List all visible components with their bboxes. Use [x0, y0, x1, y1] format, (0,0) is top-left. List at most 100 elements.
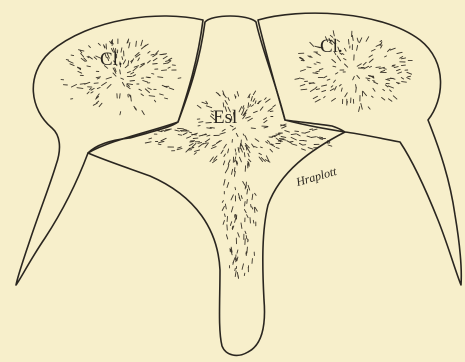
stipple-dash — [159, 142, 164, 143]
stipple-dash — [212, 145, 215, 146]
stipple-dash — [131, 95, 132, 101]
stipple-dash — [264, 118, 267, 120]
stipple-dash — [245, 136, 247, 140]
stipple-dash — [243, 108, 244, 112]
stipple-dash — [254, 147, 257, 148]
stipple-dash — [230, 222, 231, 226]
stipple-dash — [252, 207, 253, 209]
stipple-dash — [220, 133, 225, 135]
stipple-dash — [122, 82, 124, 86]
stipple-dash — [328, 145, 332, 146]
stipple-dash — [250, 105, 251, 107]
stipple-dash — [357, 64, 361, 67]
stipple-dash — [268, 108, 272, 111]
stipple-dash — [285, 131, 290, 133]
stipple-dash — [313, 96, 317, 98]
stipple-dash — [246, 145, 247, 150]
stipple-dash — [228, 98, 229, 101]
stipple-dash — [228, 149, 229, 153]
stipple-dash — [141, 94, 143, 96]
stipple-dash — [141, 40, 143, 46]
stipple-dash — [223, 221, 224, 225]
stipple-dash — [238, 233, 240, 237]
stipple-dash — [248, 153, 249, 156]
stipple-dash — [259, 153, 262, 154]
stipple-dash — [148, 88, 151, 90]
stipple-dash — [364, 66, 369, 69]
stipple-dash — [386, 79, 390, 80]
stipple-dash — [79, 50, 84, 51]
stipple-dash — [192, 134, 197, 135]
stipple-dash — [91, 92, 93, 93]
stipple-dash — [370, 66, 372, 67]
stipple-dash — [153, 64, 158, 65]
stipple-dash — [400, 57, 403, 59]
stipple-dash — [169, 58, 172, 60]
stipple-dash — [380, 41, 382, 42]
stipple-dash — [324, 76, 327, 78]
stipple-dash — [71, 85, 76, 88]
stipple-dash — [203, 143, 207, 144]
stipple-dash — [234, 171, 235, 176]
stipple-dash — [368, 107, 370, 109]
stipple-dash — [353, 76, 355, 79]
stipple-dash — [295, 79, 299, 80]
stipple-dash — [166, 129, 172, 130]
stipple-dash — [244, 273, 245, 275]
stipple-dash — [224, 154, 226, 157]
stipple-dash — [231, 207, 233, 212]
stipple-dash — [199, 122, 203, 123]
stipple-dash — [236, 133, 238, 136]
stipple-dash — [349, 39, 350, 44]
stipple-dash — [281, 137, 286, 138]
stipple-dash — [316, 71, 320, 72]
stipple-dash — [245, 231, 246, 234]
stipple-dash — [385, 56, 387, 57]
stipple-dash — [248, 118, 253, 121]
stipple-dash — [94, 57, 97, 59]
stipple-dash — [248, 103, 249, 108]
stipple-dash — [341, 88, 342, 91]
stipple-dash — [373, 81, 375, 82]
stipple-dash — [332, 59, 336, 62]
stipple-dash — [213, 159, 217, 162]
stipple-dash — [369, 59, 373, 62]
stipple-dash — [148, 61, 151, 63]
stipple-dash — [332, 98, 336, 101]
stipple-dash — [228, 160, 230, 164]
stipple-dash — [363, 62, 366, 65]
stipple-dash — [253, 220, 254, 223]
stipple-dash — [210, 157, 213, 162]
stipple-dash — [408, 76, 411, 77]
stipple-dash — [168, 67, 170, 68]
stipple-dash — [357, 75, 360, 78]
stipple-dash — [345, 64, 348, 67]
stipple-dash — [390, 48, 395, 50]
stipple-dash — [165, 98, 168, 99]
stipple-dash — [133, 67, 137, 71]
stipple-dash — [225, 101, 227, 105]
stipple-dash — [242, 112, 244, 115]
stipple-dash — [133, 75, 136, 77]
stipple-dash — [87, 92, 89, 94]
stipple-dash — [388, 78, 394, 79]
stipple-dash — [226, 235, 227, 239]
stipple-dash — [388, 49, 391, 52]
stipple-dash — [223, 94, 226, 98]
stipple-dash — [142, 111, 144, 115]
stipple-dash — [260, 107, 263, 111]
stipple-dash — [369, 55, 372, 57]
stipple-dash — [339, 85, 341, 87]
stipple-dash — [233, 258, 235, 263]
stipple-dash — [251, 105, 253, 107]
stipple-dash — [357, 45, 358, 50]
stipple-dash — [227, 183, 229, 188]
stipple-dash — [240, 157, 242, 162]
stipple-dash — [331, 86, 333, 87]
stipple-dash — [151, 54, 154, 55]
stipple-dash — [211, 147, 216, 149]
stipple-dash — [91, 88, 94, 90]
stipple-dash — [366, 78, 370, 79]
stipple-dash — [169, 88, 174, 90]
stipple-dash — [145, 142, 151, 143]
